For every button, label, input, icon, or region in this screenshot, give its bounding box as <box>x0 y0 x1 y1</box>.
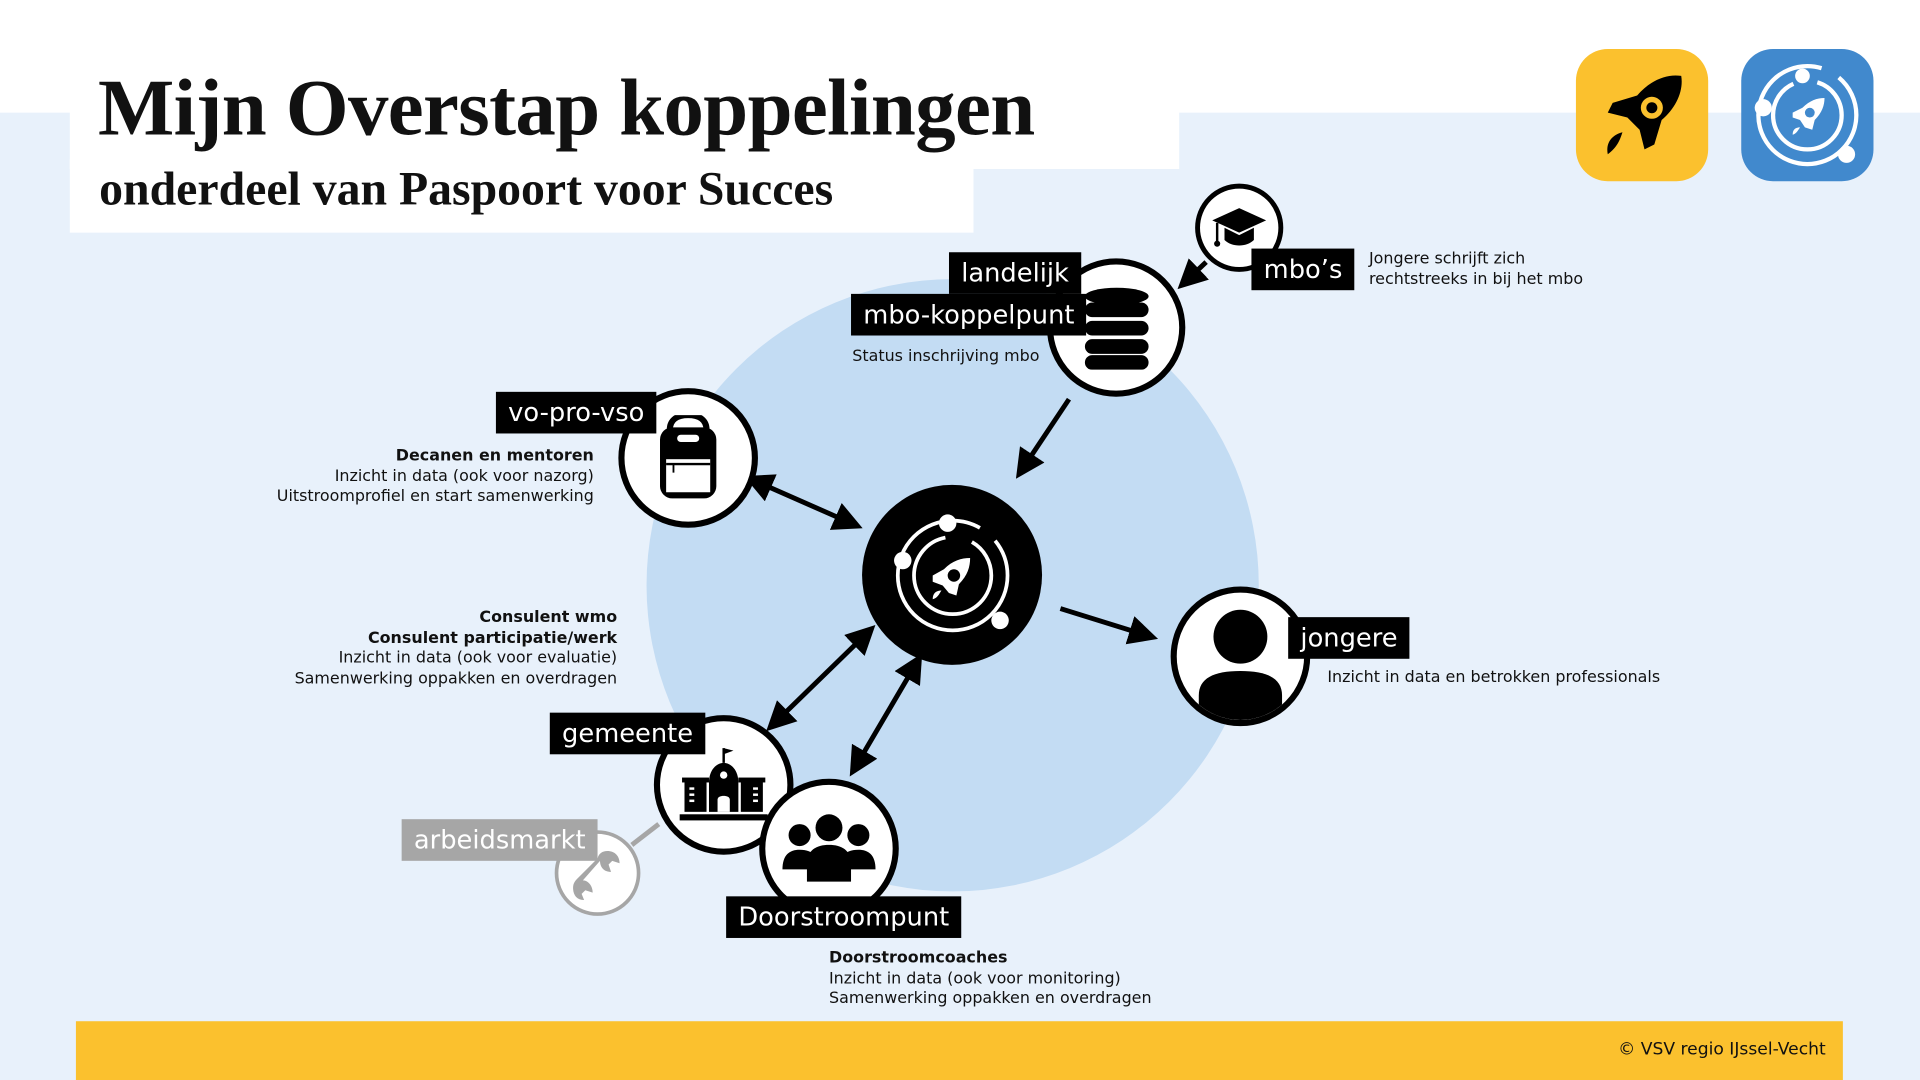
footer-bar: © VSV regio IJssel-Vecht <box>75 1021 1843 1080</box>
gemeente-label: gemeente <box>549 712 706 755</box>
orbit-rocket-logo <box>1741 48 1874 182</box>
koppelpunt-description: Status inschrijving mbo <box>852 347 1040 367</box>
doorstroompunt-node[interactable] <box>759 778 899 919</box>
doorstroompunt-description: Doorstroomcoaches Inzicht in data (ook v… <box>828 948 1152 1008</box>
mbos-node[interactable] <box>1195 183 1284 272</box>
mbos-label: mbo’s <box>1251 248 1355 291</box>
vo-description: Decanen en mentoren Inzicht in data (ook… <box>276 446 594 506</box>
copyright-text: © VSV regio IJssel-Vecht <box>1618 1039 1826 1060</box>
doorstroompunt-label: Doorstroompunt <box>726 896 962 938</box>
koppelpunt-node[interactable] <box>1046 258 1186 397</box>
arbeidsmarkt-label: arbeidsmarkt <box>401 819 598 861</box>
vo-label: vo-pro-vso <box>495 391 657 434</box>
hub-node[interactable] <box>862 484 1043 665</box>
group-icon <box>782 814 876 882</box>
page-title: Mijn Overstap koppelingen <box>97 63 1035 154</box>
jongere-description: Inzicht in data en betrokken professiona… <box>1327 668 1661 687</box>
rocket-icon <box>1607 75 1682 155</box>
rocket-logo <box>1575 48 1709 182</box>
backpack-icon <box>660 415 717 499</box>
jongere-node[interactable] <box>1170 586 1311 727</box>
koppelpunt-label-line2: mbo-koppelpunt <box>851 293 1087 336</box>
jongere-label: jongere <box>1288 617 1410 659</box>
graduation-cap-icon <box>1212 208 1267 247</box>
gemeente-description: Consulent wmo Consulent participatie/wer… <box>294 608 618 688</box>
orbit-rocket-icon <box>1754 63 1859 167</box>
orbit-rocket-icon <box>893 513 1009 632</box>
wrench-icon <box>573 851 620 901</box>
koppelpunt-label-line1: landelijk <box>948 252 1082 294</box>
person-icon <box>1198 609 1283 721</box>
mbos-description: Jongere schrijft zich rechtstreeks in bi… <box>1368 249 1584 289</box>
title-box <box>69 48 1180 169</box>
database-icon <box>1084 287 1148 370</box>
town-hall-icon <box>679 748 768 821</box>
page-subtitle: onderdeel van Paspoort voor Succes <box>99 162 834 216</box>
subtitle-box <box>69 159 974 233</box>
